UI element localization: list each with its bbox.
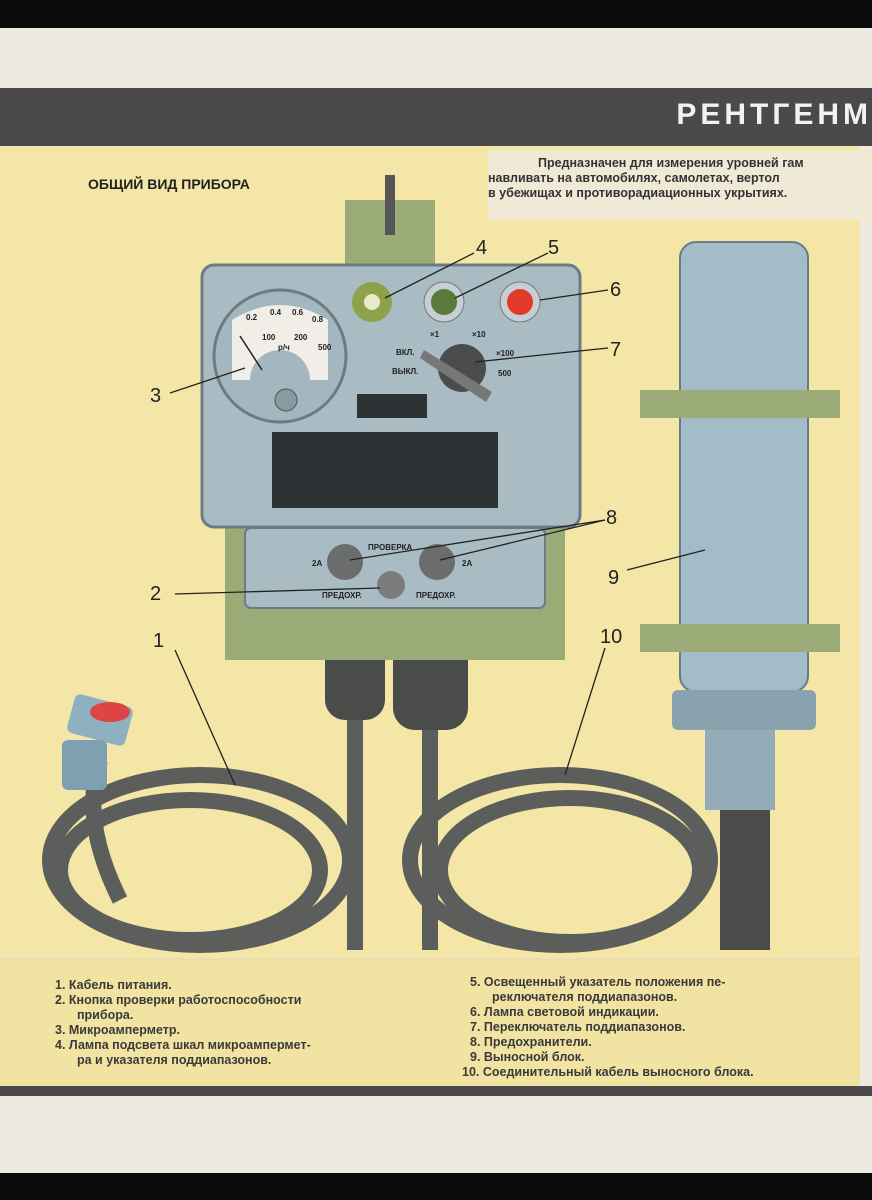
- fuse-icon: [419, 544, 455, 580]
- fuse-block: ПРОВЕРКА 2А 2А ПРЕДОХР. ПРЕДОХР.: [244, 527, 546, 609]
- microammeter: 0.2 0.4 0.6 0.8 100 200 500 р/ч: [212, 288, 348, 424]
- indicator-lamp-icon: [507, 289, 533, 315]
- description-line: в убежищах и противорадиационных укрытия…: [488, 186, 788, 200]
- meter-tick-label: 100: [262, 333, 276, 342]
- callout-3: 3: [150, 385, 161, 407]
- legend-item: 7. Переключатель поддиапазонов.: [470, 1020, 686, 1034]
- plug-icon: [62, 694, 133, 790]
- callout-9: 9: [608, 567, 619, 589]
- range-label: 500: [498, 369, 512, 378]
- test-button[interactable]: [377, 571, 405, 599]
- subtitle: ОБЩИЙ ВИД ПРИБОРА: [88, 176, 250, 192]
- description: Предназначен для измерения уровней гам н…: [488, 150, 872, 220]
- meter-tick-label: 0.4: [270, 308, 282, 317]
- fuse-label: ПРЕДОХР.: [416, 591, 456, 600]
- title-band: [0, 88, 872, 146]
- legend-item: 3. Микроамперметр.: [55, 1023, 180, 1037]
- callout-5: 5: [548, 237, 559, 259]
- legend-item: 8. Предохранители.: [470, 1035, 592, 1049]
- fuse-rating: 2А: [462, 559, 472, 568]
- legend-item: ра и указателя поддиапазонов.: [77, 1053, 272, 1067]
- legend-left: 1. Кабель питания. 2. Кнопка проверки ра…: [55, 978, 311, 1068]
- legend-item: 2. Кнопка проверки работоспособности: [55, 993, 302, 1007]
- switch-on-label: ВКЛ.: [396, 348, 415, 357]
- fuse-rating: 2А: [312, 559, 322, 568]
- legend-item: 4. Лампа подсвета шкал микроампермет-: [55, 1038, 311, 1052]
- legend-item: 1. Кабель питания.: [55, 978, 172, 992]
- range-label: ×10: [472, 330, 486, 339]
- leader-lines: [169, 252, 706, 786]
- range-label: ×100: [496, 349, 515, 358]
- callout-2: 2: [150, 583, 161, 605]
- description-line: навливать на автомобилях, самолетах, вер…: [488, 171, 780, 185]
- switch-off-label: ВЫКЛ.: [392, 367, 418, 376]
- legend: 1. Кабель питания. 2. Кнопка проверки ра…: [0, 958, 860, 1088]
- range-indicator-icon: [431, 289, 457, 315]
- meter-tick-label: 0.6: [292, 308, 304, 317]
- meter-tick-label: 0.8: [312, 315, 324, 324]
- range-switch[interactable]: ×1 ×10 ×100 500 ВКЛ. ВЫКЛ.: [392, 330, 515, 402]
- legend-item: 5. Освещенный указатель положения пе-: [470, 975, 726, 989]
- remote-unit: [640, 241, 840, 950]
- poster-title: РЕНТГЕНМ: [676, 98, 872, 131]
- callout-10: 10: [600, 626, 622, 648]
- description-line: Предназначен для измерения уровней гам: [538, 156, 804, 170]
- legend-item: 10. Соединительный кабель выносного блок…: [462, 1065, 754, 1079]
- meter-tick-label: 500: [318, 343, 332, 352]
- callout-7: 7: [610, 339, 621, 361]
- device-illustration: 0.2 0.4 0.6 0.8 100 200 500 р/ч ×1 ×10 ×…: [42, 175, 840, 953]
- fuse-label: ПРЕДОХР.: [322, 591, 362, 600]
- legend-item: прибора.: [77, 1008, 134, 1022]
- callout-4: 4: [476, 237, 487, 259]
- callout-6: 6: [610, 279, 621, 301]
- meter-unit: р/ч: [278, 343, 290, 352]
- fuse-icon: [327, 544, 363, 580]
- meter-tick-label: 200: [294, 333, 308, 342]
- legend-item: 9. Выносной блок.: [470, 1050, 585, 1064]
- bottom-band: [0, 1086, 872, 1096]
- meter-tick-label: 0.2: [246, 313, 258, 322]
- callout-8: 8: [606, 507, 617, 529]
- callout-1: 1: [153, 630, 164, 652]
- test-label: ПРОВЕРКА: [368, 543, 413, 552]
- legend-right: 5. Освещенный указатель положения пе- ре…: [462, 975, 754, 1080]
- range-label: ×1: [430, 330, 440, 339]
- legend-item: реключателя поддиапазонов.: [492, 990, 678, 1004]
- legend-item: 6. Лампа световой индикации.: [470, 1005, 659, 1019]
